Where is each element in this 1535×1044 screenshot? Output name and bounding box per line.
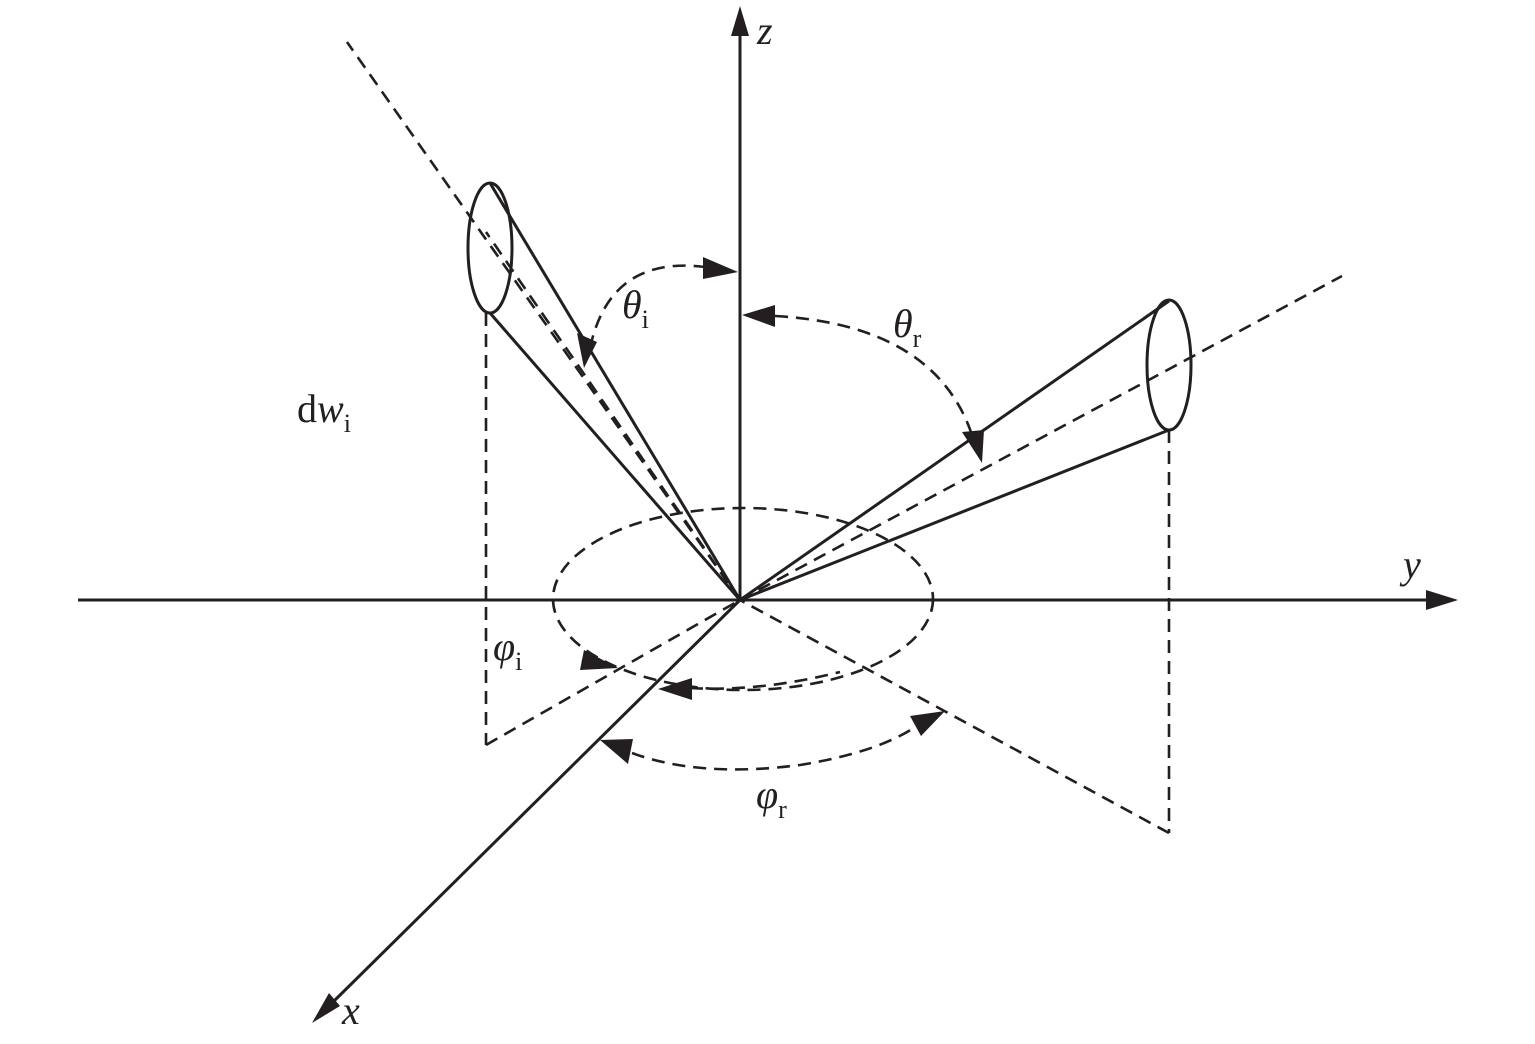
solid-angle-label: dwi [297,386,351,438]
reflected-projection [739,430,1171,835]
z-axis-label: z [756,8,773,53]
incident-projection [484,313,741,747]
x-axis-label: x [341,988,360,1033]
azimuth-ellipse [551,506,935,692]
reflected-direction-line [739,274,1343,602]
incident-cone [466,181,742,601]
y-axis [78,590,1458,610]
phi-r-label: φr [756,772,787,824]
z-axis [731,6,749,600]
phi-r-arc [600,711,945,771]
y-axis-label: y [1399,542,1421,587]
reflected-cone [739,298,1193,602]
theta-i-label: θi [622,282,649,334]
x-axis [312,598,742,1023]
theta-r-arc [742,305,984,463]
theta-i-arc [577,257,738,368]
phi-i-arc [580,650,841,700]
theta-r-label: θr [893,301,922,353]
phi-i-label: φi [493,624,522,676]
incident-direction-line [345,41,742,601]
